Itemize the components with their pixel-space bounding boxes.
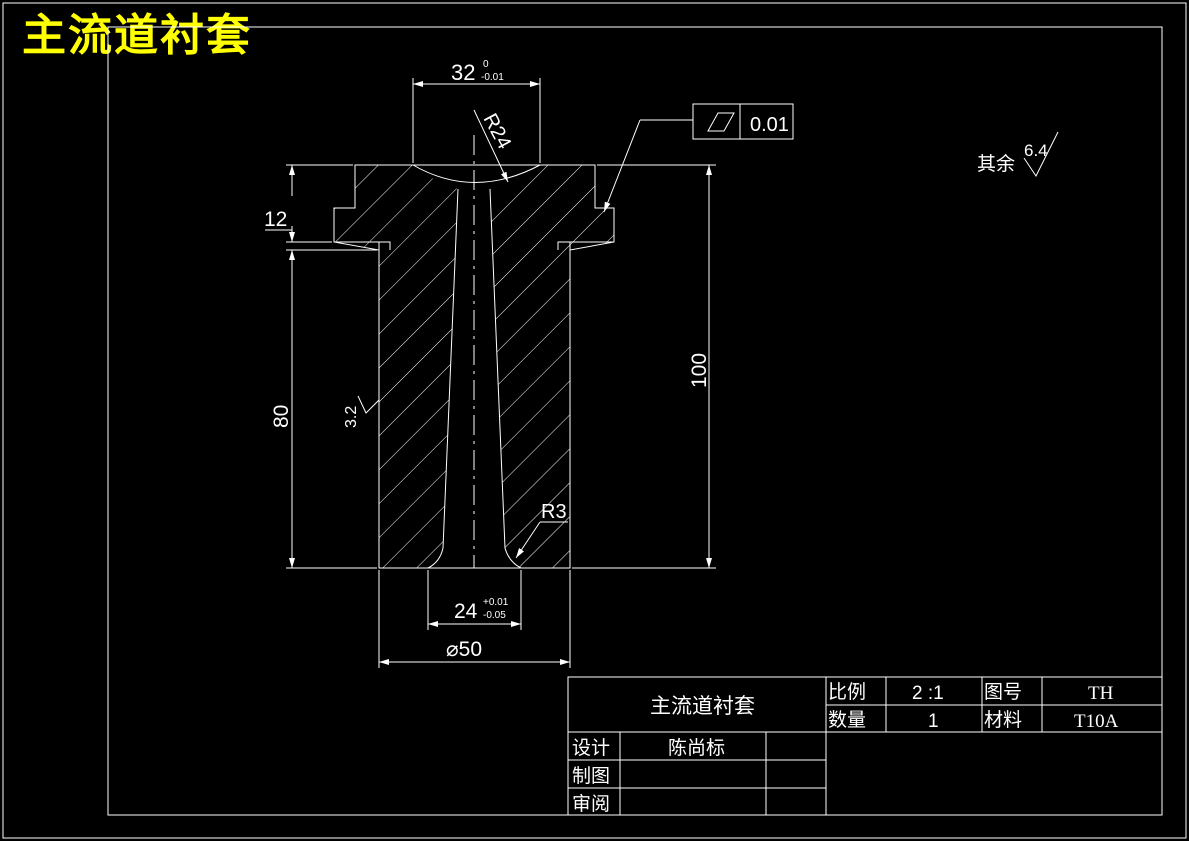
roughness-other-value: 6.4	[1024, 141, 1048, 160]
material-label: 材料	[984, 709, 1022, 731]
flange-steps	[334, 241, 614, 250]
flatness-icon	[707, 112, 735, 132]
scale-value: 2 :1	[912, 683, 944, 704]
dim-flange-height: 12	[264, 208, 287, 231]
drawing-title: 主流道衬套	[22, 10, 252, 61]
title-block	[567, 676, 1163, 816]
roughness-bore: 3.2	[343, 395, 380, 428]
part-name: 主流道衬套	[650, 694, 755, 718]
tolerance-value: 0.01	[750, 114, 789, 136]
dimension-texts: 32 0 -0.01 R24 12 80 100 24 +0.01 -0.05 …	[264, 59, 711, 661]
spherical-recess	[412, 164, 541, 183]
draw-label: 制图	[572, 765, 610, 787]
dim-bottom-width: 24	[454, 600, 478, 623]
dim-top-width: 32	[451, 60, 475, 85]
design-label: 设计	[572, 737, 610, 759]
bore-left	[427, 188, 459, 569]
dim-bottom-tol-lower: -0.05	[483, 610, 506, 621]
title-block-texts: 主流道衬套 比例 2 :1 图号 TH 数量 1 材料 T10A 设计 陈尚标 …	[572, 681, 1119, 815]
outer-outline	[333, 164, 615, 569]
dim-body-height: 80	[270, 405, 293, 428]
dim-outer-diameter: ⌀50	[446, 638, 482, 661]
material-value: T10A	[1074, 711, 1119, 732]
right-section-fill	[490, 165, 614, 568]
quantity-label: 数量	[828, 709, 866, 731]
drawing-no-value: TH	[1088, 683, 1114, 704]
review-label: 审阅	[572, 793, 610, 815]
roughness-symbol-icon	[357, 395, 380, 414]
bore-right	[489, 188, 522, 569]
left-section-fill	[334, 165, 458, 568]
quantity-value: 1	[928, 711, 939, 732]
dim-total-height: 100	[688, 353, 711, 388]
tolerance-frame: 0.01	[692, 103, 794, 140]
part-section	[333, 135, 615, 569]
roughness-symbol-icon	[1023, 131, 1059, 177]
roughness-other-label: 其余	[977, 153, 1015, 175]
dim-fillet-radius: R3	[541, 501, 567, 523]
dim-top-tol-lower: -0.01	[481, 72, 504, 83]
dim-top-tol-upper: 0	[483, 59, 489, 70]
designer-name: 陈尚标	[668, 737, 725, 759]
scale-label: 比例	[828, 681, 866, 703]
dim-bottom-tol-upper: +0.01	[483, 597, 509, 608]
roughness-other: 其余 6.4	[977, 131, 1059, 177]
dimensions	[265, 78, 716, 668]
drawing-no-label: 图号	[984, 681, 1022, 703]
roughness-bore-value: 3.2	[343, 406, 360, 428]
